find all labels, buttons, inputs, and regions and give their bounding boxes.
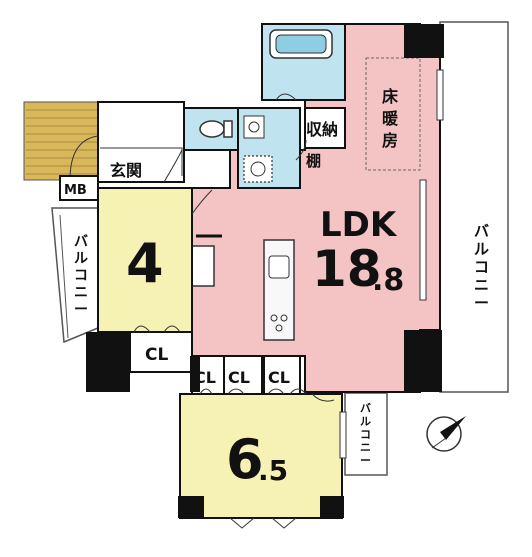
closet-4 (263, 355, 301, 395)
stove-icon (270, 314, 288, 332)
svg-text:コ: コ (474, 258, 489, 276)
balcony-right-label: バ ル コ ニ ー (474, 222, 489, 312)
washer-icon (243, 155, 273, 183)
svg-text:ー: ー (474, 294, 489, 312)
balcony-small (344, 392, 388, 476)
entrance-area (97, 101, 185, 183)
floor-heating-char-2: 暖 (382, 109, 399, 128)
storage-label: 収納 (306, 120, 338, 139)
compass-icon (426, 416, 466, 452)
entrance-label: 玄関 (110, 161, 142, 180)
svg-text:ー: ー (360, 454, 371, 467)
bedroom-6-5-size-decimal: .5 (258, 454, 288, 487)
balcony-left-label: バ ル コ ニ ー (74, 234, 88, 318)
svg-text:バ: バ (360, 402, 371, 415)
ldk-size-decimal: .8 (372, 263, 404, 298)
svg-text:バ: バ (474, 222, 489, 240)
floor-heating-char-1: 床 (382, 87, 399, 106)
svg-text:バ: バ (74, 234, 88, 250)
closet-1-label: CL (145, 345, 168, 365)
floor-heating-char-3: 房 (382, 131, 398, 150)
svg-text:ー: ー (74, 302, 88, 318)
bedroom-4-size: 4 (126, 232, 164, 295)
bedroom-6-5 (179, 393, 343, 519)
svg-text:コ: コ (74, 268, 88, 284)
svg-text:ル: ル (74, 251, 88, 267)
sink-icon (268, 255, 290, 279)
shelf-label: 棚 (306, 152, 321, 170)
closet-1 (129, 331, 193, 373)
closet-3-label: CL (228, 368, 250, 387)
washbasin-icon (243, 115, 265, 139)
pillars (86, 24, 444, 518)
balcony-right (439, 21, 509, 393)
bedroom-6-5-size-main: 6 (226, 428, 264, 491)
svg-text:ル: ル (360, 415, 371, 428)
svg-text:ニ: ニ (74, 285, 88, 301)
toilet-icon (199, 120, 233, 138)
closet-2-label: CL (194, 368, 216, 387)
closet-4-label: CL (268, 368, 290, 387)
ldk-size-main: 18 (312, 240, 382, 298)
balcony-small-label: バ ル コ ニ ー (360, 402, 371, 467)
svg-text:ニ: ニ (360, 441, 371, 454)
ldk-label: LDK (320, 205, 398, 245)
deck (23, 101, 101, 181)
svg-text:コ: コ (360, 428, 371, 441)
mb-box (59, 175, 99, 201)
svg-text:ニ: ニ (474, 276, 489, 294)
svg-text:ル: ル (474, 240, 489, 258)
storage-room (304, 107, 346, 149)
mb-label: MB (64, 183, 87, 198)
floor-heating-area (365, 57, 421, 171)
